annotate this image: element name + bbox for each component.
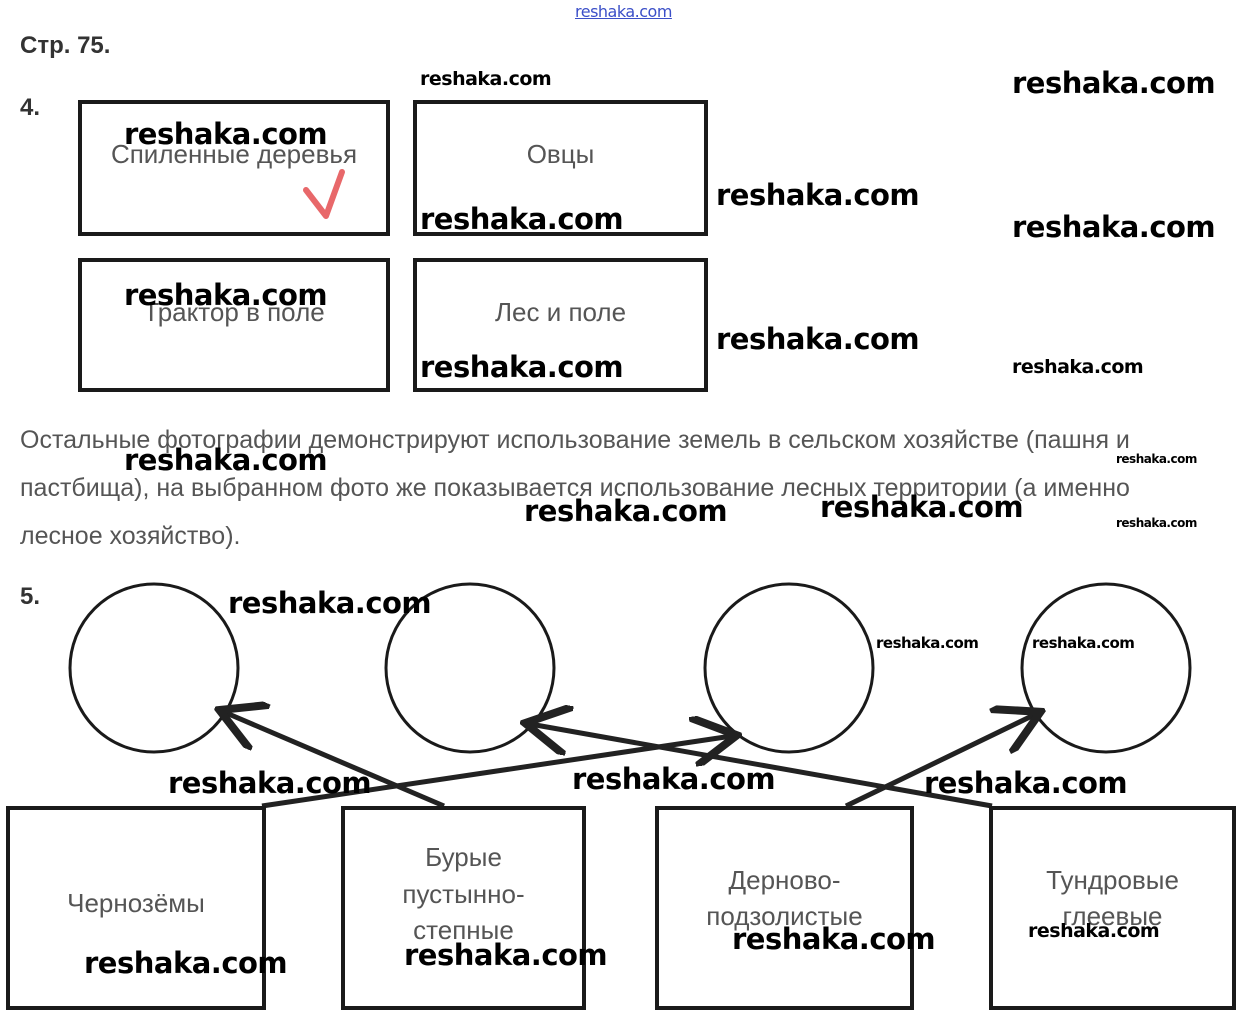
arrow-burye-to-circle-1 — [224, 712, 445, 809]
arrow-tundra-to-circle-2 — [530, 724, 993, 809]
watermark: reshaka.com — [876, 634, 979, 652]
card-label: Трактор в поле — [143, 297, 325, 328]
card-label: Лес и поле — [494, 297, 627, 328]
soil-label: Чернозёмы — [67, 887, 205, 918]
watermark: reshaka.com — [1032, 634, 1135, 652]
explanation-text: Остальные фотографии демонстрируют испол… — [20, 426, 1130, 550]
watermark: reshaka.com — [716, 322, 920, 356]
watermark: reshaka.com — [404, 938, 608, 972]
task-4-number: 4. — [20, 94, 41, 121]
soil-box-burye[interactable]: Бурые пустынно-степные — [341, 806, 586, 1010]
answer-circle-3[interactable] — [703, 582, 875, 754]
site-link[interactable]: reshaka.com — [575, 2, 672, 21]
arrow-dernovo-to-circle-4 — [844, 714, 1036, 809]
soil-box-tundra[interactable]: Тундровые глеевые — [989, 806, 1236, 1010]
photo-card-forest-field[interactable]: Лес и поле — [413, 258, 708, 392]
watermark: reshaka.com — [732, 922, 936, 956]
soil-box-dernovo[interactable]: Дерново-подзолистые — [655, 806, 914, 1010]
soil-box-chernozem[interactable]: Чернозёмы — [6, 806, 266, 1010]
watermark: reshaka.com — [1116, 452, 1197, 466]
card-label: Овцы — [526, 138, 595, 169]
watermark: reshaka.com — [420, 350, 624, 384]
photo-card-cut-trees[interactable]: Спиленные деревья — [78, 100, 390, 236]
soil-label: Дерново-подзолистые — [706, 864, 863, 931]
soil-label: Тундровые глеевые — [1046, 864, 1179, 931]
checkmark-icon — [303, 169, 345, 219]
watermark: reshaka.com — [1012, 66, 1216, 100]
page-title: Стр. 75. — [20, 32, 111, 59]
watermark: reshaka.com — [716, 178, 920, 212]
watermark: reshaka.com — [84, 946, 288, 980]
watermark: reshaka.com — [1012, 210, 1216, 244]
answer-circle-1[interactable] — [68, 582, 240, 754]
watermark: reshaka.com — [124, 278, 328, 312]
watermark: reshaka.com — [1012, 356, 1144, 378]
watermark: reshaka.com — [168, 766, 372, 800]
answer-circle-4[interactable] — [1020, 582, 1192, 754]
photo-card-tractor[interactable]: Трактор в поле — [78, 258, 390, 392]
card-label: Спиленные деревья — [110, 138, 358, 169]
watermark: reshaka.com — [228, 586, 432, 620]
watermark: reshaka.com — [420, 68, 552, 90]
watermark: reshaka.com — [1116, 516, 1197, 530]
watermark: reshaka.com — [820, 490, 1024, 524]
watermark: reshaka.com — [420, 202, 624, 236]
soil-label: Бурые пустынно-степные — [402, 842, 525, 946]
watermark: reshaka.com — [124, 443, 328, 477]
watermark: reshaka.com — [572, 762, 776, 796]
watermark: reshaka.com — [124, 117, 328, 151]
watermark: reshaka.com — [924, 766, 1128, 800]
task-5-number: 5. — [20, 583, 41, 610]
photo-card-sheep[interactable]: Овцы — [413, 100, 708, 236]
watermark: reshaka.com — [1028, 920, 1160, 942]
answer-circle-2[interactable] — [384, 582, 556, 754]
watermark: reshaka.com — [524, 494, 728, 528]
